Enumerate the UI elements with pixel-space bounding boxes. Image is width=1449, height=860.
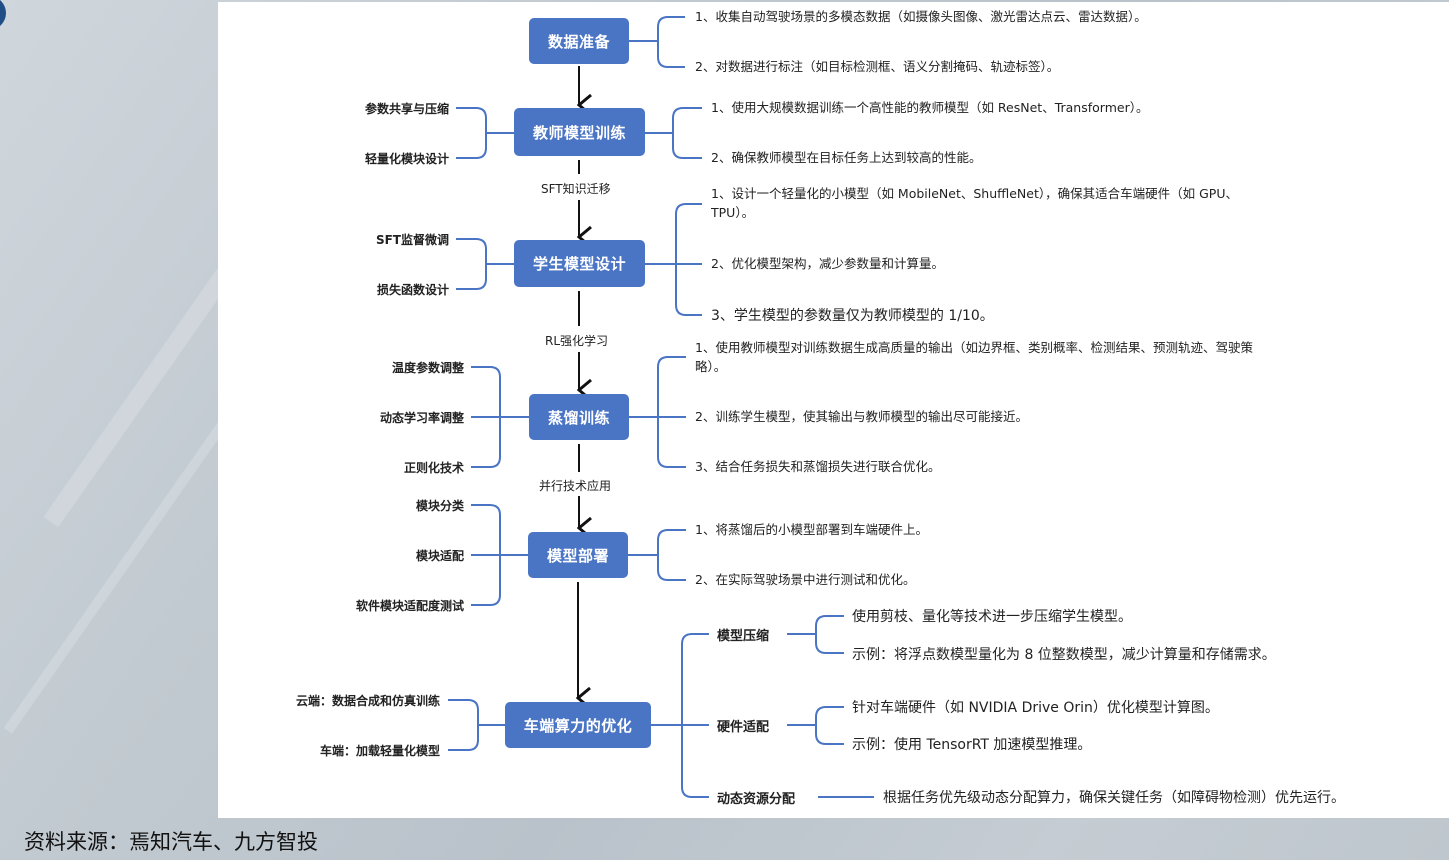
step-label: 数据准备 [547,32,610,51]
hardware-detail: 针对车端硬件（如 NVIDIA Drive Orin）优化模型计算图。 [852,700,1219,716]
data-prep-detail: 1、收集自动驾驶场景的多模态数据（如摄像头图像、激光雷达点云、雷达数据）。 [695,9,1147,24]
optimize-branch-dynamic-allocation: 动态资源分配 [717,792,796,807]
optimize-branch-compression: 模型压缩 [717,629,770,644]
teacher-detail: 2、确保教师模型在目标任务上达到较高的性能。 [711,150,982,165]
step-distillation: 蒸馏训练 [529,394,629,440]
left-optimize-item: 云端：数据合成和仿真训练 [295,694,440,708]
distill-detail: 2、训练学生模型，使其输出与教师模型的输出尽可能接近。 [695,409,1028,424]
step-label: 学生模型设计 [532,255,626,273]
data-prep-detail: 2、对数据进行标注（如目标检测框、语义分割掩码、轨迹标签）。 [695,59,1060,74]
corner-badge [0,0,6,30]
left-student-item: SFT监督微调 [375,233,449,247]
transition-label-sft: SFT知识迁移 [541,182,611,196]
dynamic-allocation-detail: 根据任务优先级动态分配算力，确保关键任务（如障碍物检测）优先运行。 [883,790,1345,806]
left-optimize-item: 车端：加载轻量化模型 [319,744,440,758]
step-label: 教师模型训练 [532,123,626,142]
transition-label-parallel: 并行技术应用 [539,479,612,493]
left-deploy-item: 软件模块适配度测试 [355,599,464,613]
step-teacher-training: 教师模型训练 [514,108,645,156]
step-label: 蒸馏训练 [547,408,610,427]
distill-detail: 1、使用教师模型对训练数据生成高质量的输出（如边界框、类别概率、检测结果、预测轨… [695,340,1253,374]
left-teacher-item: 参数共享与压缩 [364,102,449,116]
step-data-preparation: 数据准备 [529,18,629,64]
step-deployment: 模型部署 [528,532,628,578]
student-detail: 3、学生模型的参数量仅为教师模型的 1/10。 [711,308,994,324]
left-teacher-item: 轻量化模块设计 [364,152,449,166]
optimize-branch-hardware: 硬件适配 [717,720,770,735]
step-label: 车端算力的优化 [523,716,633,735]
transition-label-rl: RL强化学习 [545,334,609,348]
student-detail: 2、优化模型架构，减少参数量和计算量。 [711,256,944,271]
compression-detail: 示例：将浮点数模型量化为 8 位整数模型，减少计算量和存储需求。 [852,647,1276,663]
compression-detail: 使用剪枝、量化等技术进一步压缩学生模型。 [852,609,1132,625]
deploy-detail: 1、将蒸馏后的小模型部署到车端硬件上。 [695,522,928,537]
source-note: 资料来源：焉知汽车、九方智投 [24,830,318,854]
diagram-panel [218,2,1449,818]
deploy-detail: 2、在实际驾驶场景中进行测试和优化。 [695,572,916,587]
left-deploy-item: 模块适配 [415,549,464,563]
distill-detail: 3、结合任务损失和蒸馏损失进行联合优化。 [695,459,941,474]
teacher-detail: 1、使用大规模数据训练一个高性能的教师模型（如 ResNet、Transform… [711,100,1149,115]
left-distill-item: 动态学习率调整 [379,411,464,425]
hardware-detail: 示例：使用 TensorRT 加速模型推理。 [852,737,1092,753]
left-distill-item: 温度参数调整 [391,361,464,375]
student-detail: 1、设计一个轻量化的小模型（如 MobileNet、ShuffleNet），确保… [711,186,1238,220]
step-student-design: 学生模型设计 [514,240,645,287]
left-deploy-item: 模块分类 [415,499,464,513]
left-student-item: 损失函数设计 [376,283,449,297]
left-distill-item: 正则化技术 [403,461,464,475]
step-label: 模型部署 [546,546,609,565]
step-vehicle-compute-optimization: 车端算力的优化 [505,702,651,748]
